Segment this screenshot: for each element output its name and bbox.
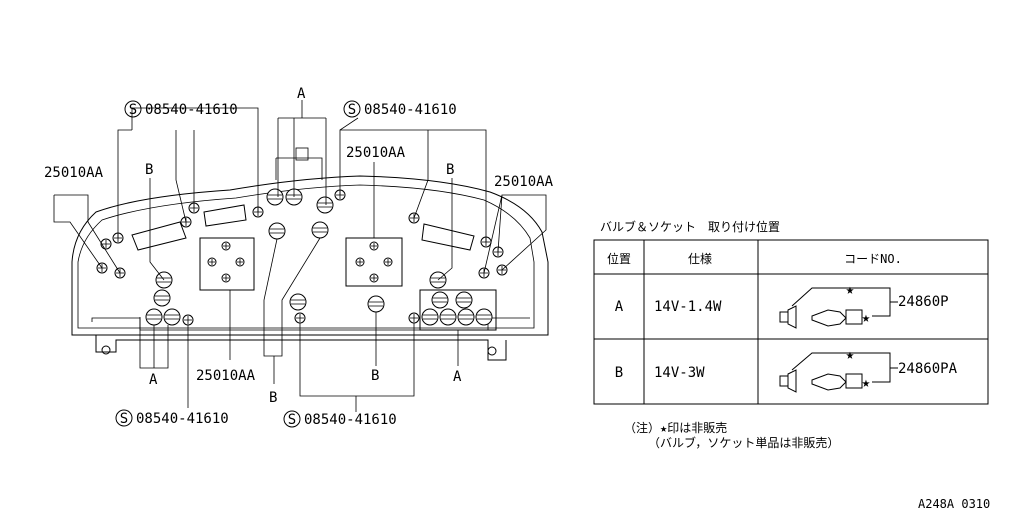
screw-part-number: 08540-41610	[145, 102, 238, 118]
leader-lines	[53, 100, 547, 412]
row-a-position: A	[615, 299, 624, 315]
bulb-socket	[145, 308, 163, 326]
bulb-label-b-right: B	[446, 162, 454, 178]
screw-symbol: S	[288, 412, 296, 428]
gauge-plate-left	[199, 237, 255, 291]
header-position: 位置	[607, 251, 631, 266]
housing-code-left: 25010AA	[44, 165, 104, 181]
bulb-socket	[455, 291, 473, 309]
bulb-socket	[268, 222, 286, 240]
bulb-socket	[289, 293, 307, 311]
bulb-socket	[457, 308, 475, 326]
screw-part-number: 08540-41610	[364, 102, 457, 118]
note-line-2: （バルブ，ソケット単品は非販売）	[648, 435, 839, 450]
star-marker: ★	[846, 282, 855, 298]
bulb-socket	[475, 308, 493, 326]
screw	[100, 238, 112, 250]
callout-screw-top-right: S 08540-41610	[343, 100, 457, 118]
housing-code-center: 25010AA	[346, 145, 406, 161]
bulb-socket	[153, 289, 171, 307]
screw-symbol: S	[348, 102, 356, 118]
bulb-label-a-left: A	[149, 372, 158, 388]
callout-screw-top-left: S 08540-41610	[124, 100, 238, 118]
screw	[294, 312, 306, 324]
bulb-socket	[311, 221, 329, 239]
bulb-socket	[163, 308, 181, 326]
bulb-label-b-bottom: B	[269, 390, 277, 406]
screw-part-number: 08540-41610	[136, 411, 229, 427]
bulb-socket-illustration: ★ ★	[779, 347, 898, 393]
callout-screw-bottom-center: S 08540-41610	[283, 410, 397, 428]
row-b-code: 24860PA	[898, 361, 958, 377]
bulb-socket	[316, 196, 334, 214]
gauge-plate-center	[345, 237, 403, 287]
star-marker: ★	[846, 347, 855, 363]
bulb-spec-table: 位置 仕様 コードNO. A 14V-1.4W 24860P B 14V-3W …	[593, 239, 989, 405]
bulb-label-a-top: A	[297, 86, 306, 102]
row-a-spec: 14V-1.4W	[654, 299, 722, 315]
row-a-code: 24860P	[898, 294, 949, 310]
bulb-socket	[439, 308, 457, 326]
screw-part-number: 08540-41610	[304, 412, 397, 428]
bulb-socket	[367, 295, 385, 313]
header-code: コードNO.	[844, 252, 902, 266]
star-marker: ★	[862, 310, 871, 326]
table-title: バルブ＆ソケット 取り付け位置	[600, 219, 780, 234]
screw-symbol: S	[120, 411, 128, 427]
row-b-spec: 14V-3W	[654, 365, 705, 381]
bulb-socket	[421, 308, 439, 326]
bulb-label-b-left: B	[145, 162, 153, 178]
bulb-socket-illustration: ★ ★	[779, 282, 898, 329]
row-b-position: B	[615, 365, 623, 381]
bulb-label-b-center: B	[371, 368, 379, 384]
header-spec: 仕様	[688, 252, 712, 266]
bulb-socket	[266, 188, 284, 206]
star-marker: ★	[862, 375, 871, 391]
bulb-sockets	[145, 188, 493, 326]
housing-code-right: 25010AA	[494, 174, 554, 190]
housing-code-bottom: 25010AA	[196, 368, 256, 384]
screw	[408, 312, 420, 324]
screw	[182, 314, 194, 326]
bulb-label-a-right: A	[453, 369, 462, 385]
callout-screw-bottom-left: S 08540-41610	[115, 409, 229, 427]
bulb-socket	[431, 291, 449, 309]
figure-id: A248A 0310	[918, 497, 990, 511]
screw-symbol: S	[129, 102, 137, 118]
note-line-1: （注）★印は非販売	[624, 420, 727, 435]
